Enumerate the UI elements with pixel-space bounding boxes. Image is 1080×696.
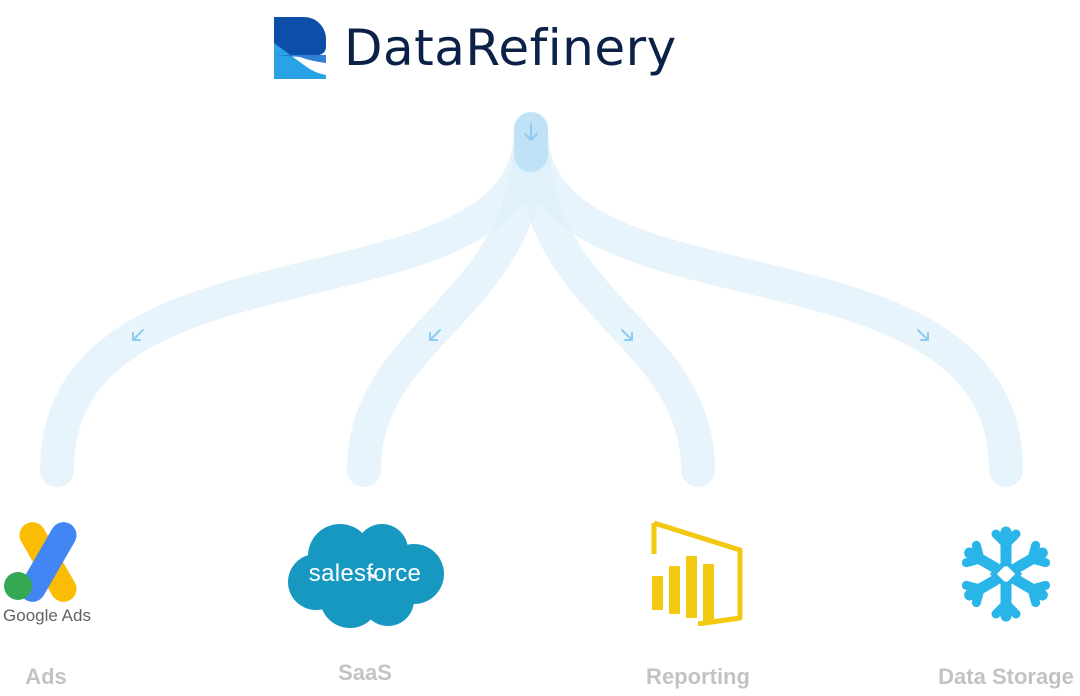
power-bi-icon [651, 520, 743, 626]
salesforce-cloud-icon [288, 524, 444, 628]
salesforce-logo: salesforce [282, 516, 448, 632]
flow-arrow-data-storage-icon [917, 329, 929, 341]
google-ads-logo: Google Ads [0, 518, 94, 626]
flow-path-data-storage [514, 113, 1023, 487]
flow-arrow-reporting-icon [621, 329, 633, 341]
destination-label-data-storage: Data Storage [938, 664, 1074, 689]
brand-header: DataRefinery [270, 8, 677, 88]
google-ads-icon [4, 522, 77, 602]
destination-label-reporting: Reporting [646, 664, 750, 689]
google-ads-wordmark: Google Ads [3, 606, 91, 625]
destination-label-ads: Ads [25, 664, 67, 689]
snowflake-logo [954, 524, 1058, 624]
power-bi-logo [648, 520, 746, 626]
flow-arrow-saas-icon [429, 329, 441, 341]
brand-name: DataRefinery [344, 19, 677, 77]
flow-arrow-down-icon [524, 123, 538, 141]
datarefinery-logo-icon [274, 17, 326, 79]
flow-source-node [514, 112, 548, 172]
destination-label-saas: SaaS [338, 660, 392, 685]
salesforce-wordmark: salesforce [308, 560, 422, 587]
snowflake-icon [961, 526, 1051, 622]
flow-arrow-ads-icon [132, 329, 144, 341]
